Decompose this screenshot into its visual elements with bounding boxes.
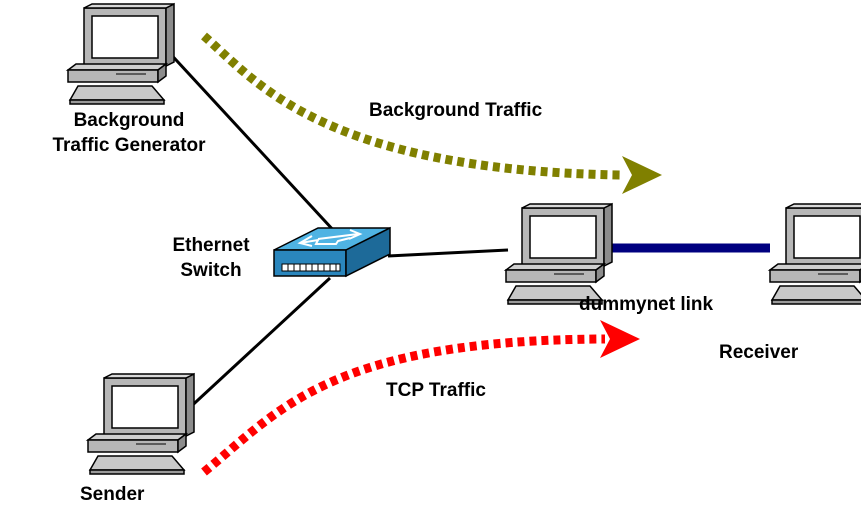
receiver-label: Receiver (719, 342, 799, 363)
background-traffic-label: Background Traffic (369, 100, 543, 121)
cable-switch-to-dummynet (387, 248, 509, 258)
cable-background-to-switch (163, 46, 337, 234)
cable-sender-to-switch (183, 276, 332, 414)
sender-computer-icon (87, 373, 195, 475)
ethernet-switch-icon (273, 226, 391, 278)
tcp-traffic-flow (201, 320, 640, 476)
sender-label: Sender (80, 484, 145, 505)
ethernet-switch-label-line2: Switch (180, 260, 242, 281)
dummynet-computer-icon (505, 203, 613, 305)
ethernet-switch-label: Ethernet Switch (150, 233, 272, 283)
tcp-traffic-label: TCP Traffic (386, 380, 486, 401)
background-traffic-arrowhead (622, 156, 662, 194)
background-generator-label-line2: Traffic Generator (52, 135, 206, 156)
ethernet-cables (163, 46, 509, 414)
background-generator-computer-icon (67, 3, 175, 105)
ethernet-switch-label-line1: Ethernet (172, 235, 250, 256)
background-generator-label-line1: Background (73, 110, 185, 131)
background-generator-label: Background Traffic Generator (20, 108, 238, 158)
receiver-computer-icon (769, 203, 861, 305)
tcp-traffic-arrowhead (600, 320, 640, 358)
dummynet-link-label: dummynet link (579, 294, 714, 315)
background-traffic-flow (201, 32, 662, 194)
